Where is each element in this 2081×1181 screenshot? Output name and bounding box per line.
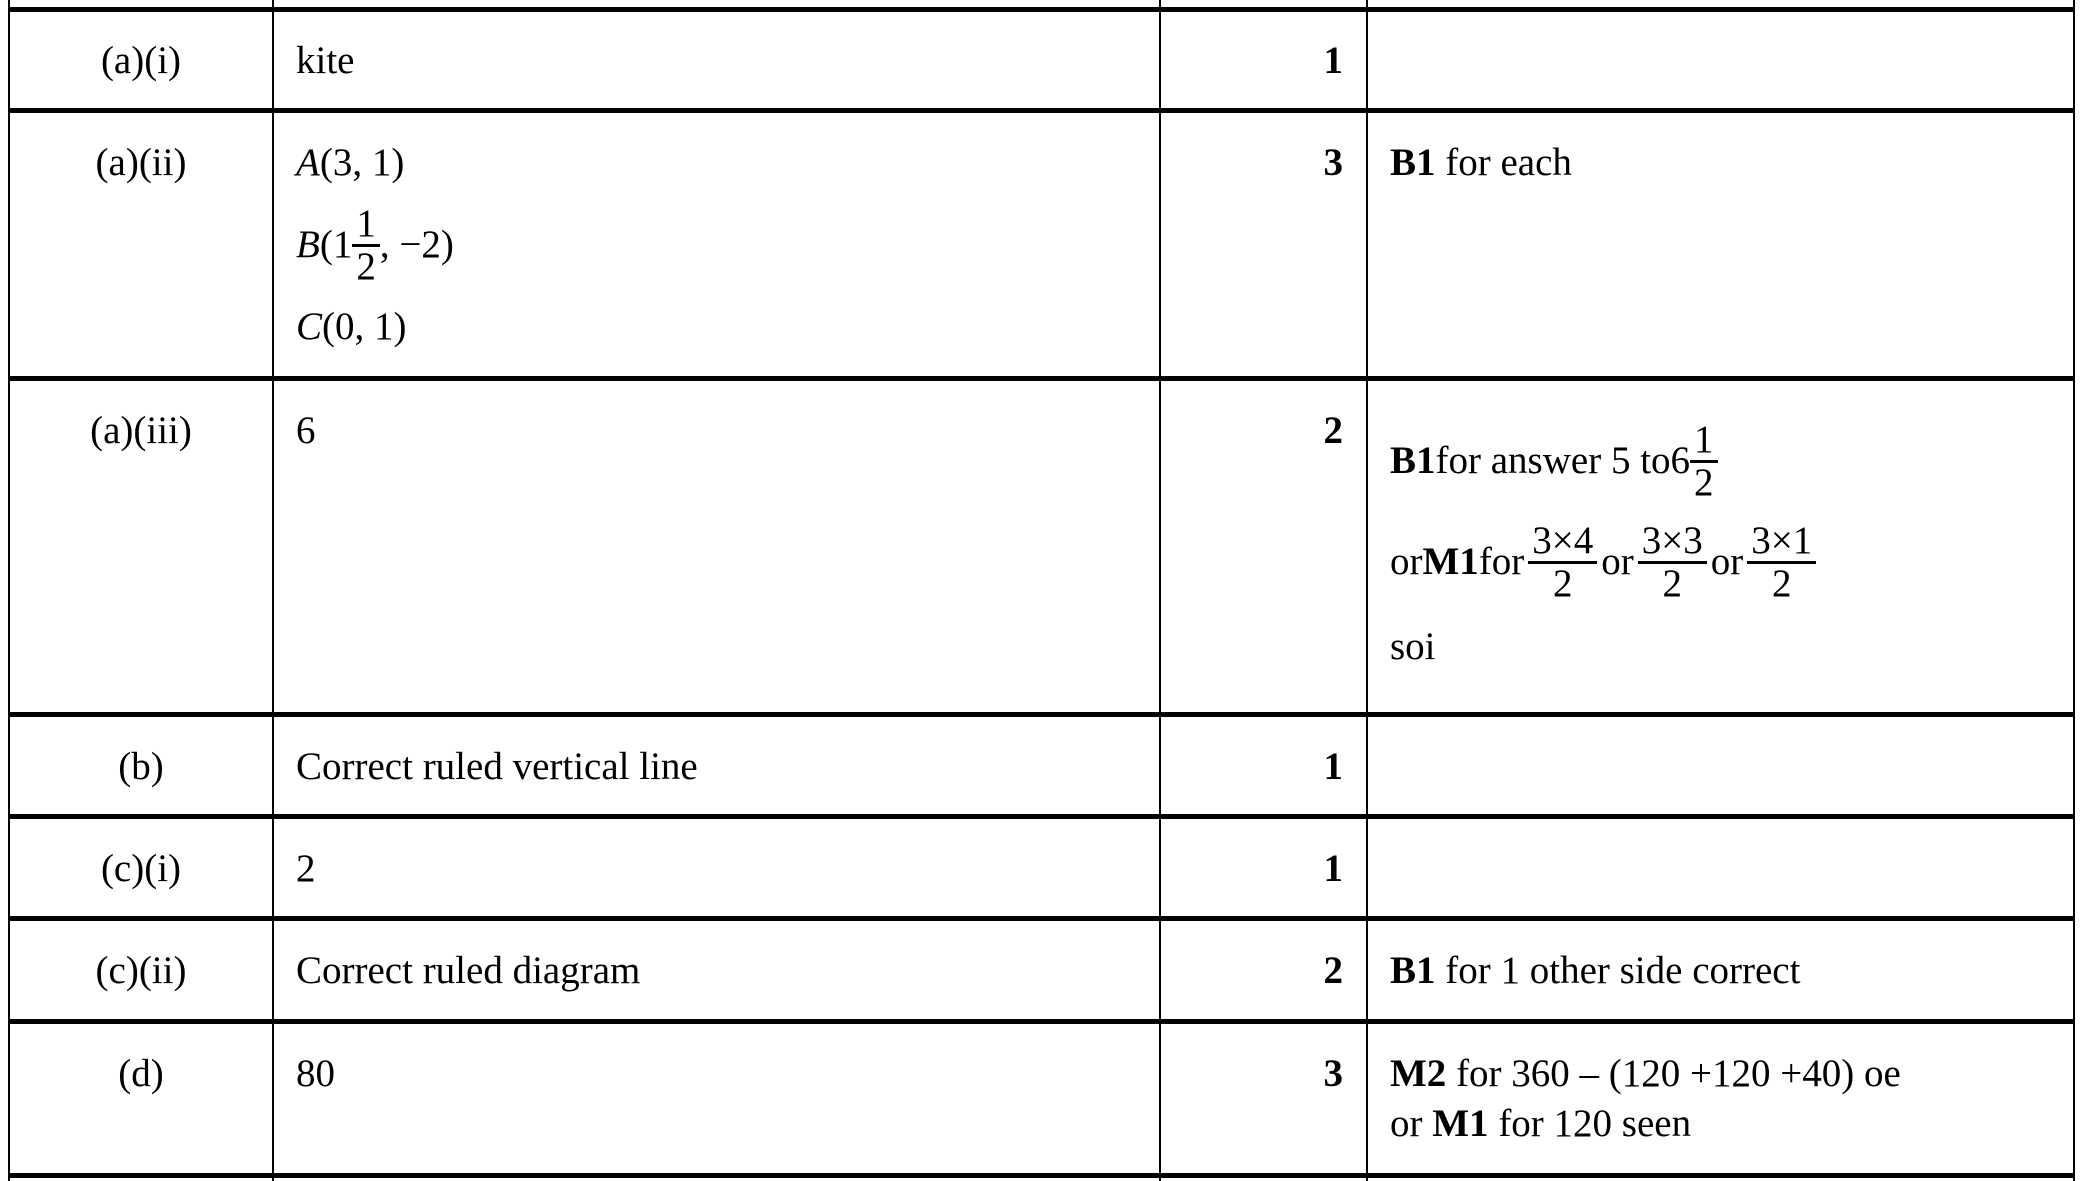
column-divider [1366,0,1368,1181]
answer: 80 [296,1052,335,1095]
guidance: B1 for 1 other side correct [1390,949,1801,992]
column-divider [1159,0,1161,1181]
row-divider [9,108,2075,113]
answer: 6 [296,409,316,452]
part-label: (a)(i) [100,39,182,82]
mark: 3 [1323,1052,1344,1095]
part-label: (c)(i) [100,847,182,890]
mark: 1 [1323,39,1344,82]
mark: 3 [1323,141,1344,184]
mark: 1 [1323,745,1344,788]
guidance: B1 for each [1390,141,1572,184]
row-divider [9,712,2075,717]
row-divider [9,1019,2075,1024]
column-divider [272,0,274,1181]
row-divider [9,7,2075,12]
row-divider [9,1173,2075,1178]
mark: 2 [1323,409,1344,452]
answer: Correct ruled vertical line [296,745,698,788]
row-divider [9,916,2075,921]
answer: 2 [296,847,316,890]
column-divider [8,0,10,1181]
column-divider [2073,0,2075,1181]
row-divider [9,814,2075,819]
part-label: (a)(ii) [95,141,187,184]
mark: 1 [1323,847,1344,890]
answer: kite [296,39,355,82]
answer-line: C (0, 1) [296,305,407,348]
part-label: (c)(ii) [95,949,187,992]
part-label: (a)(iii) [90,409,192,452]
mark: 2 [1323,949,1344,992]
answer-line: A (3, 1) [296,141,405,184]
row-divider [9,376,2075,381]
answer: Correct ruled diagram [296,949,641,992]
part-label: (b) [118,745,164,788]
guidance: M2 for 360 – (120 +120 +40) oe or M1 for… [1390,1052,1901,1145]
part-label: (d) [118,1052,164,1095]
